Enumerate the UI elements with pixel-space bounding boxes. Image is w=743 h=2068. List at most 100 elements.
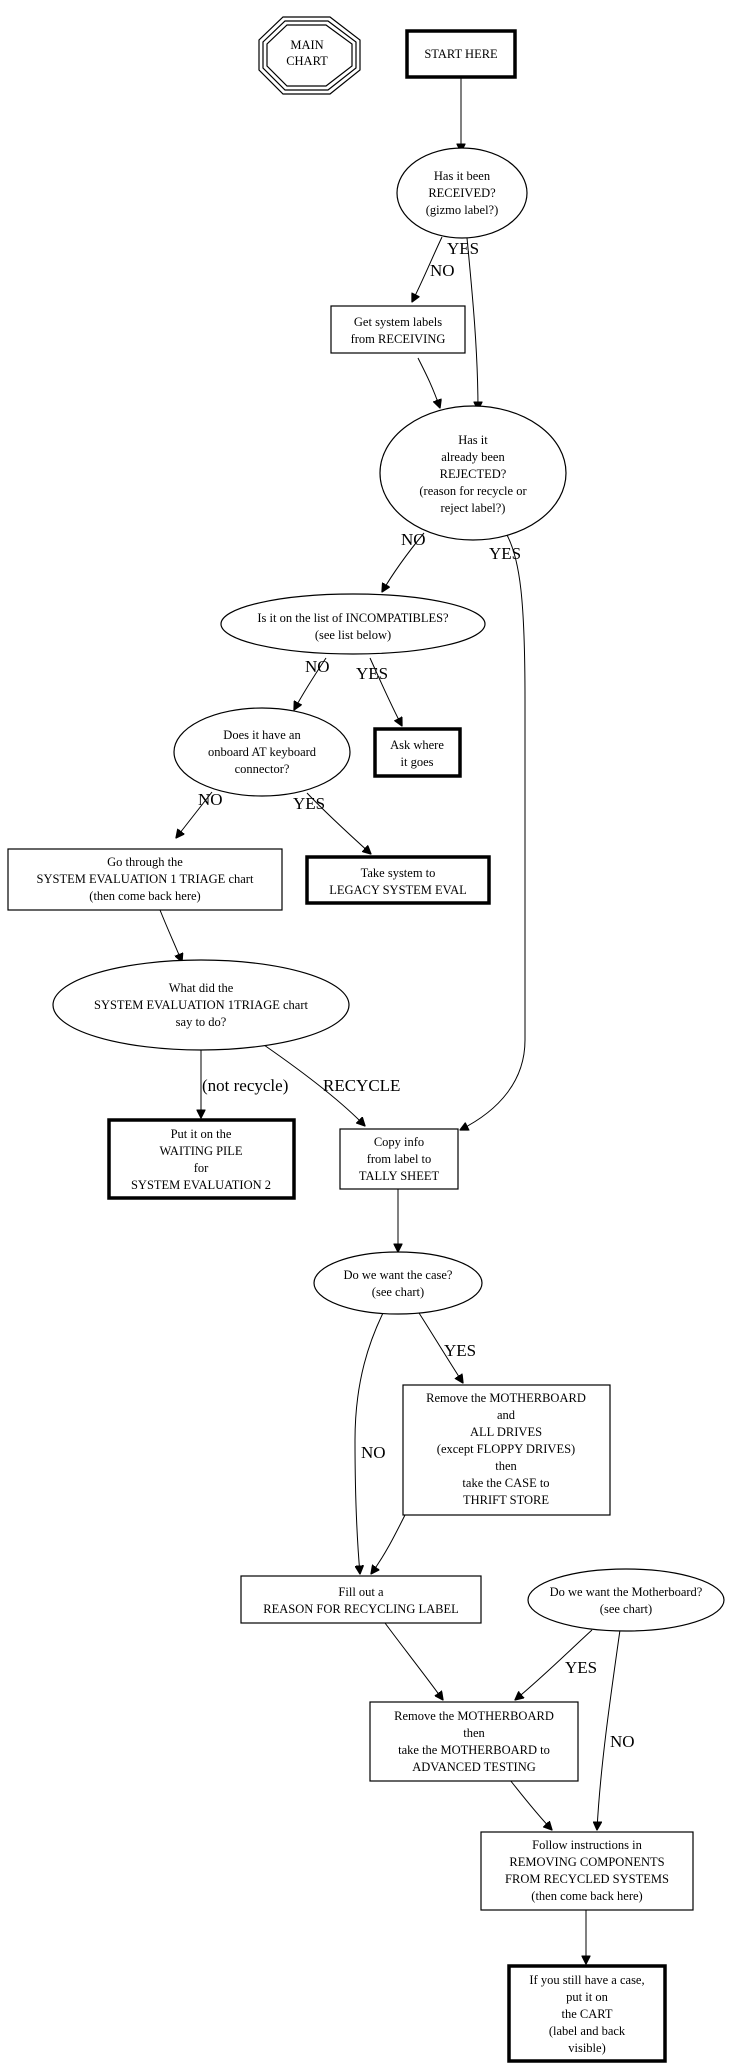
node-label: Has it [458, 433, 488, 447]
node-label: then [463, 1726, 485, 1740]
node-ask-where[interactable]: Ask where it goes [373, 727, 462, 778]
node-incompatibles[interactable]: Is it on the list of INCOMPATIBLES? (see… [220, 593, 486, 655]
node-label: Do we want the case? [344, 1268, 453, 1282]
node-label: RECEIVED? [428, 186, 496, 200]
edge-want-mb-remove-mb [515, 1629, 593, 1700]
node-label: Copy info [374, 1135, 424, 1149]
node-copy-info[interactable]: Copy info from label to TALLY SHEET [339, 1128, 459, 1190]
edge-remove-mb-follow-instructions [509, 1779, 552, 1830]
edge-at-keyboard-legacy [306, 792, 371, 854]
node-want-motherboard[interactable]: Do we want the Motherboard? (see chart) [527, 1568, 725, 1632]
node-label: REJECTED? [440, 467, 507, 481]
node-label: CHART [286, 54, 328, 68]
node-label: reject label?) [441, 501, 506, 515]
edge-incompatibles-ask-where [369, 657, 402, 726]
node-label: take the CASE to [462, 1476, 549, 1490]
edge-label-want-case-no: NO [361, 1443, 386, 1462]
node-label: (except FLOPPY DRIVES) [437, 1442, 575, 1456]
node-label: Follow instructions in [532, 1838, 642, 1852]
edge-label-rejected-no: NO [401, 530, 426, 549]
node-start-here[interactable]: START HERE [405, 29, 517, 79]
node-cart[interactable]: If you still have a case, put it on the … [507, 1964, 667, 2063]
node-label: (gizmo label?) [426, 203, 499, 217]
edge-label-at-keyboard-no: NO [198, 790, 223, 809]
node-received[interactable]: Has it been RECEIVED? (gizmo label?) [396, 147, 528, 239]
edge-remove-mb-drives-fill-out [371, 1514, 406, 1574]
node-label: and [497, 1408, 516, 1422]
node-label: for [194, 1161, 209, 1175]
node-label: (label and back [549, 2024, 626, 2038]
node-label: THRIFT STORE [463, 1493, 549, 1507]
edge-label-incompatibles-yes: YES [356, 664, 388, 683]
edge-label-rejected-yes: YES [489, 544, 521, 563]
node-label: Does it have an [223, 728, 301, 742]
node-label: ADVANCED TESTING [412, 1760, 536, 1774]
node-label: SYSTEM EVALUATION 1TRIAGE chart [94, 998, 309, 1012]
edge-incompatibles-at-keyboard [294, 657, 327, 710]
edge-label-want-mb-yes: YES [565, 1658, 597, 1677]
node-at-keyboard[interactable]: Does it have an onboard AT keyboard conn… [173, 707, 351, 797]
node-label: Fill out a [338, 1585, 384, 1599]
node-label: connector? [235, 762, 290, 776]
node-label: Ask where [390, 738, 444, 752]
edge-want-case-fill-out [354, 1312, 384, 1574]
node-label: ALL DRIVES [470, 1425, 542, 1439]
node-label: Get system labels [354, 315, 442, 329]
node-label: If you still have a case, [529, 1973, 644, 1987]
node-label: (then come back here) [89, 889, 200, 903]
node-label: WAITING PILE [160, 1144, 243, 1158]
node-what-did-triage-say[interactable]: What did the SYSTEM EVALUATION 1TRIAGE c… [52, 959, 350, 1051]
edge-fill-out-remove-mb [384, 1622, 443, 1700]
edge-want-mb-follow-instructions [597, 1629, 621, 1830]
node-want-case[interactable]: Do we want the case? (see chart) [313, 1251, 483, 1315]
node-label: onboard AT keyboard [208, 745, 317, 759]
node-remove-motherboard[interactable]: Remove the MOTHERBOARD then take the MOT… [369, 1701, 579, 1782]
edge-label-at-keyboard-yes: YES [293, 794, 325, 813]
node-label: from RECEIVING [351, 332, 446, 346]
node-label: already been [441, 450, 505, 464]
edge-label-not-recycle: (not recycle) [202, 1076, 288, 1095]
node-label: (see chart) [600, 1602, 652, 1616]
edge-label-received-yes: YES [447, 239, 479, 258]
node-label: Remove the MOTHERBOARD [426, 1391, 586, 1405]
edge-received-get-labels [412, 236, 443, 302]
node-remove-mb-drives[interactable]: Remove the MOTHERBOARD and ALL DRIVES (e… [402, 1384, 611, 1516]
edge-want-case-remove-mb-drives [418, 1312, 463, 1383]
node-go-through-triage[interactable]: Go through the SYSTEM EVALUATION 1 TRIAG… [7, 848, 283, 911]
edge-rejected-incompatibles [382, 532, 425, 592]
node-label: (then come back here) [531, 1889, 642, 1903]
node-label: Do we want the Motherboard? [550, 1585, 703, 1599]
node-label: FROM RECYCLED SYSTEMS [505, 1872, 669, 1886]
node-label: START HERE [424, 47, 498, 61]
edge-get-labels-rejected [417, 357, 440, 408]
node-rejected[interactable]: Has it already been REJECTED? (reason fo… [379, 405, 567, 541]
node-label: visible) [568, 2041, 606, 2055]
node-label: LEGACY SYSTEM EVAL [329, 883, 467, 897]
node-label: then [495, 1459, 517, 1473]
node-label: say to do? [176, 1015, 227, 1029]
node-label: (reason for recycle or [419, 484, 527, 498]
edge-label-received-no: NO [430, 261, 455, 280]
node-label: SYSTEM EVALUATION 2 [131, 1178, 271, 1192]
node-label: (see list below) [315, 628, 391, 642]
edge-label-want-mb-no: NO [610, 1732, 635, 1751]
edge-received-rejected [466, 237, 478, 410]
node-label: Go through the [107, 855, 183, 869]
node-legacy-system-eval[interactable]: Take system to LEGACY SYSTEM EVAL [305, 855, 491, 905]
node-label: the CART [562, 2007, 613, 2021]
node-main-chart[interactable]: MAIN CHART [258, 16, 361, 95]
node-label: (see chart) [372, 1285, 424, 1299]
edge-what-did-copy-info [263, 1044, 365, 1126]
node-follow-instructions[interactable]: Follow instructions in REMOVING COMPONEN… [480, 1831, 694, 1911]
edge-go-through-what-did [159, 909, 182, 962]
edge-label-incompatibles-no: NO [305, 657, 330, 676]
edge-rejected-copy-info [460, 534, 526, 1130]
node-label: it goes [401, 755, 434, 769]
node-waiting-pile[interactable]: Put it on the WAITING PILE for SYSTEM EV… [107, 1118, 296, 1200]
edge-label-recycle: RECYCLE [323, 1076, 400, 1095]
node-fill-out-label[interactable]: Fill out a REASON FOR RECYCLING LABEL [240, 1575, 482, 1624]
node-label: REMOVING COMPONENTS [509, 1855, 664, 1869]
node-get-system-labels[interactable]: Get system labels from RECEIVING [330, 305, 466, 354]
node-label: TALLY SHEET [359, 1169, 440, 1183]
